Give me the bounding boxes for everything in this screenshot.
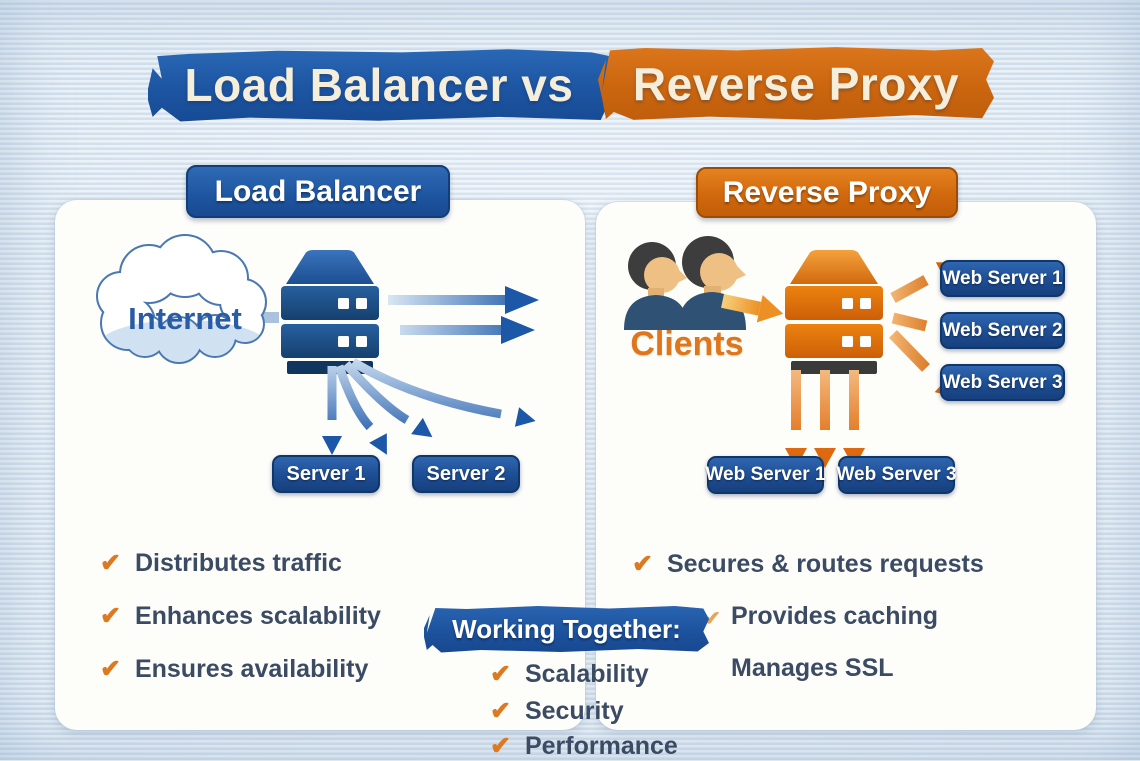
- web-server-1-bottom-badge: Web Server 1: [705, 456, 826, 494]
- working-together-label: Working Together:: [452, 613, 681, 644]
- distribution-fan-arrowheads: [322, 407, 536, 455]
- clients-to-proxy-arrow: [721, 294, 784, 323]
- check-icon: ✔: [100, 549, 121, 577]
- web-server-1-bottom-label: Web Server 1: [705, 464, 826, 485]
- load-balancer-diagram: Internet: [96, 234, 539, 455]
- server-2-label: Server 2: [426, 462, 506, 485]
- proxy-to-webserver-arrows: [889, 275, 930, 372]
- proxy-down-arrows: [791, 370, 859, 430]
- working-together-banner: Working Together:: [424, 606, 709, 653]
- server-2-badge: Server 2: [412, 455, 520, 493]
- web-server-3-bottom-label: Web Server 3: [836, 464, 957, 485]
- web-server-3-badge: Web Server 3: [940, 364, 1065, 401]
- title-left-text: Load Balancer vs: [184, 59, 574, 111]
- check-icon: ✔: [100, 602, 121, 630]
- check-icon: ✔: [490, 697, 511, 725]
- proxy-server-icon: [785, 250, 883, 374]
- web-server-3-bottom-badge: Web Server 3: [836, 456, 957, 494]
- web-server-1-badge: Web Server 1: [940, 260, 1065, 297]
- rp-checklist-item-3: Manages SSL: [731, 654, 894, 682]
- reverse-proxy-header: Reverse Proxy: [696, 167, 958, 218]
- lb-checklist-item-2: ✔ Enhances scalability: [100, 602, 381, 630]
- check-icon: ✔: [632, 550, 653, 578]
- title-banner-orange: [598, 47, 994, 120]
- rp-checklist-item-2: Provides caching: [731, 602, 939, 630]
- wt-item-1: ✔ Scalability: [490, 660, 649, 688]
- lb-checklist-item-3: ✔ Ensures availability: [100, 655, 369, 683]
- rp-checklist-item-1: ✔ Secures & routes requests: [632, 550, 984, 578]
- internet-label: Internet: [128, 301, 242, 336]
- check-icon-partial: ✔: [704, 608, 721, 630]
- title-banner-blue: [148, 49, 610, 122]
- web-server-1-label: Web Server 1: [942, 267, 1063, 289]
- lb-checklist-item-1: ✔ Distributes traffic: [100, 549, 342, 577]
- web-server-2-badge: Web Server 2: [940, 312, 1065, 349]
- check-icon: ✔: [490, 732, 511, 760]
- server-1-label: Server 1: [286, 462, 366, 485]
- load-balancer-header: Load Balancer: [186, 165, 450, 218]
- clients-icon: [624, 236, 746, 330]
- check-icon: ✔: [100, 655, 121, 683]
- reverse-proxy-header-label: Reverse Proxy: [722, 175, 932, 209]
- wt-item-2: ✔ Security: [490, 697, 624, 725]
- check-icon: ✔: [490, 660, 511, 688]
- outbound-traffic-arrows: [388, 286, 539, 344]
- load-balancer-header-label: Load Balancer: [214, 174, 422, 208]
- clients-label: Clients: [630, 325, 744, 363]
- server-1-badge: Server 1: [272, 455, 380, 493]
- internet-cloud-icon: Internet: [96, 234, 267, 364]
- wt-item-3: ✔ Performance: [490, 732, 678, 760]
- web-server-3-label: Web Server 3: [942, 371, 1063, 393]
- load-balancer-server-icon: [281, 250, 379, 374]
- web-server-2-label: Web Server 2: [942, 319, 1063, 341]
- distribution-fan-arrows: [327, 358, 502, 431]
- title-right-text: Reverse Proxy: [632, 58, 960, 110]
